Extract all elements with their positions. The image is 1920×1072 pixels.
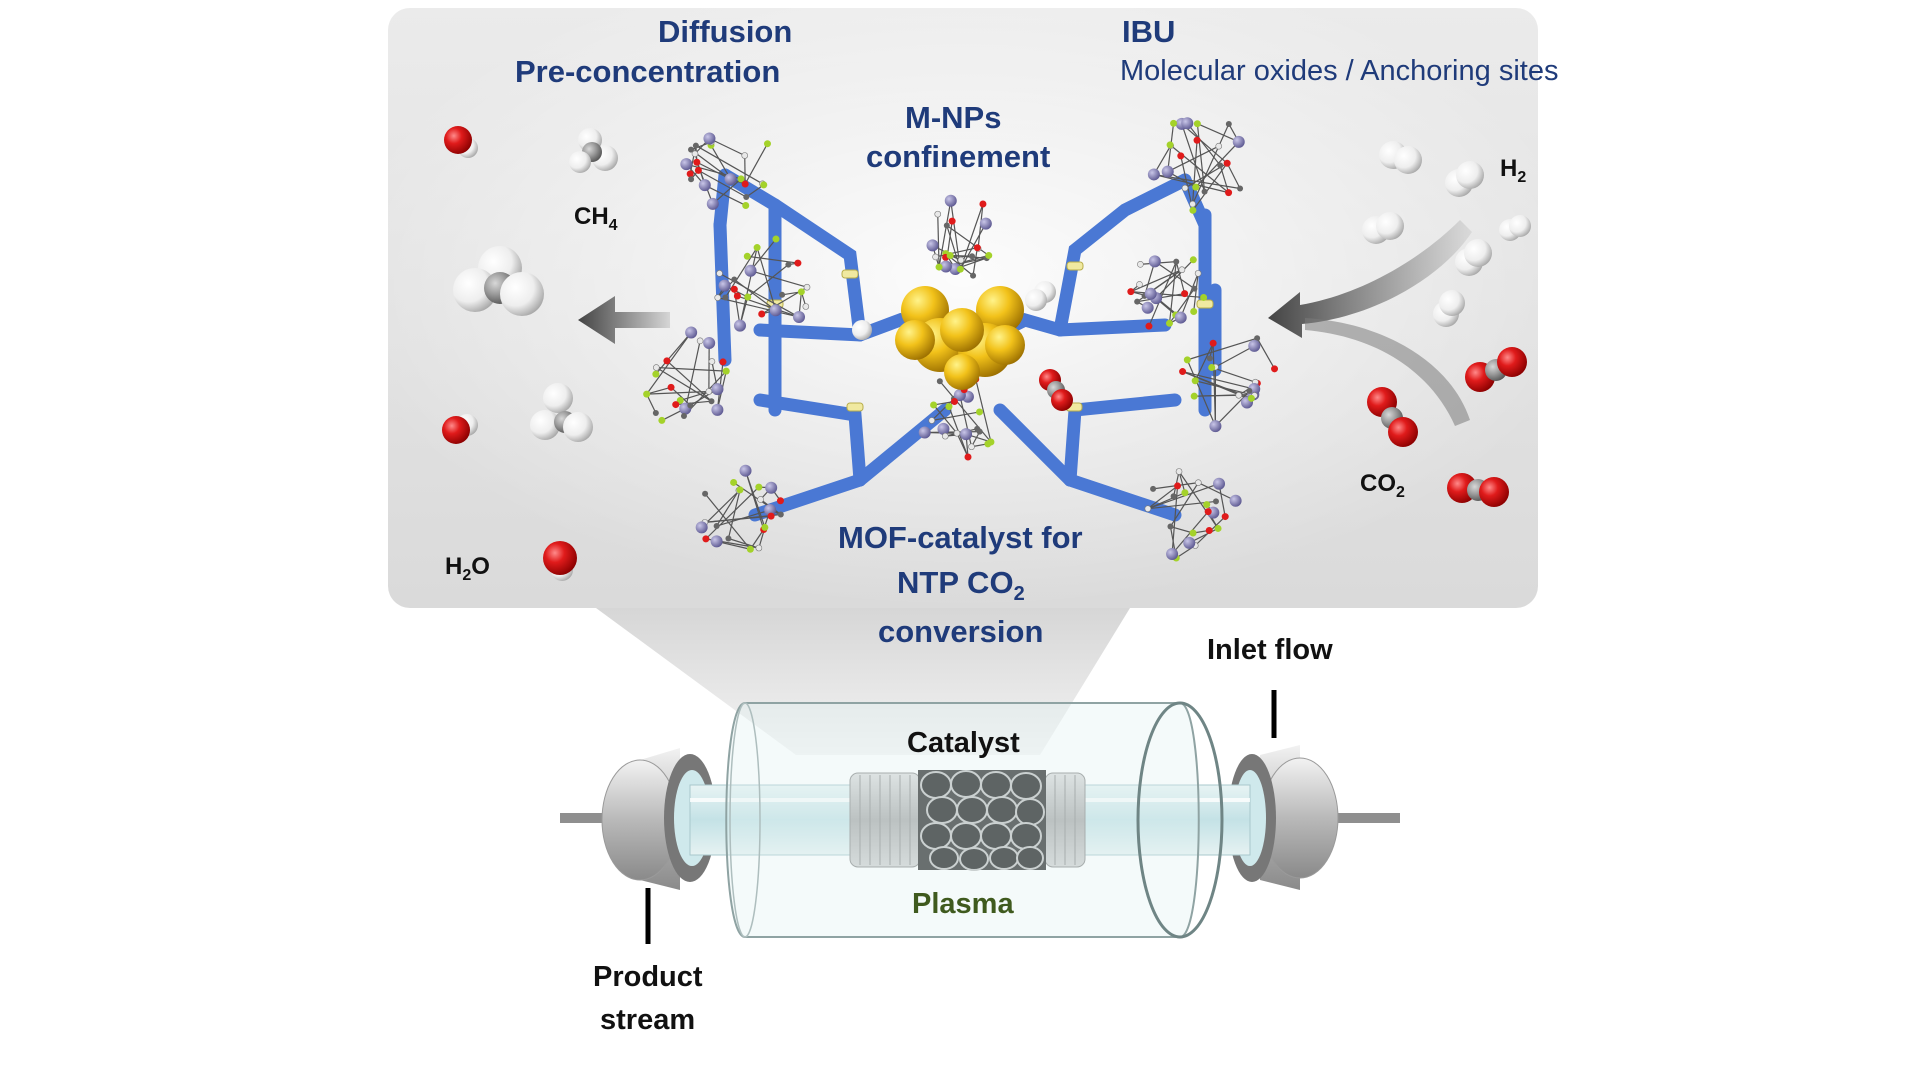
mof-cluster	[714, 235, 811, 332]
inflow-arrows	[1268, 220, 1472, 426]
catalyst-bed	[918, 770, 1046, 871]
mof-cluster	[643, 326, 730, 424]
label-diffusion: Diffusion	[658, 14, 793, 49]
label-product: Product	[593, 961, 703, 993]
mof-cluster	[680, 132, 771, 210]
mof-cluster	[695, 464, 784, 553]
molecules-right	[1362, 141, 1531, 507]
label-co2: CO2	[1360, 470, 1405, 501]
label-mof-catalyst: MOF-catalyst for	[838, 520, 1083, 555]
label-inlet-flow: Inlet flow	[1207, 634, 1333, 666]
outflow-arrow	[578, 296, 670, 344]
label-preconcentration: Pre-concentration	[515, 54, 781, 89]
mof-clusters	[643, 117, 1279, 562]
metal-nanoparticle	[895, 286, 1025, 390]
label-stream: stream	[600, 1004, 696, 1036]
label-ibu-subtitle: Molecular oxides / Anchoring sites	[1120, 55, 1559, 87]
label-mnps: M-NPs	[905, 100, 1002, 135]
mof-cluster	[918, 375, 995, 461]
mof-cluster	[1147, 117, 1245, 214]
mof-cluster	[1179, 335, 1279, 433]
molecules-left	[442, 126, 1073, 581]
plasma-reactor	[560, 690, 1400, 944]
label-confinement: confinement	[866, 139, 1051, 174]
label-h2o: H2O	[445, 553, 490, 584]
mof-cluster	[926, 194, 993, 279]
label-conversion: conversion	[878, 614, 1044, 649]
label-ibu: IBU	[1122, 14, 1176, 49]
mof-cluster	[1127, 255, 1208, 330]
mof-cluster	[1144, 468, 1242, 562]
label-catalyst: Catalyst	[907, 727, 1020, 759]
label-plasma: Plasma	[912, 888, 1014, 920]
label-h2: H2	[1500, 155, 1527, 186]
mof-linkers	[713, 168, 1222, 522]
label-ch4: CH4	[574, 203, 618, 234]
zoom-funnel	[596, 608, 1130, 755]
label-ntp-co2: NTP CO2	[897, 565, 1025, 606]
